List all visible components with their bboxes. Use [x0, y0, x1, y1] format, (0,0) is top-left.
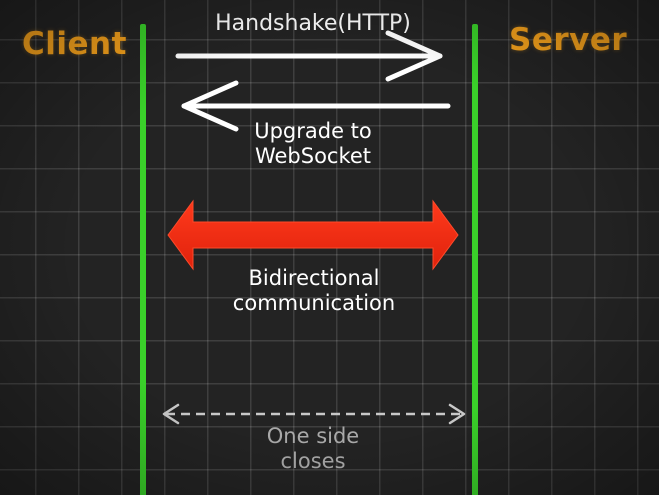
- upgrade-arrow: [181, 80, 451, 132]
- client-label: Client: [22, 26, 127, 62]
- bidirectional-text-line-2: communication: [232, 291, 396, 315]
- close-label: One side closes: [248, 424, 378, 474]
- upgrade-text-line-1: Upgrade to: [254, 119, 372, 143]
- bidirectional-label: Bidirectional communication: [218, 266, 410, 316]
- handshake-text: Handshake(HTTP): [215, 11, 411, 36]
- handshake-arrow: [175, 30, 443, 82]
- bidirectional-text-line-1: Bidirectional: [248, 266, 380, 290]
- handshake-label: Handshake(HTTP): [206, 11, 420, 36]
- upgrade-text-line-2: WebSocket: [254, 144, 372, 168]
- bidirectional-arrow: [167, 199, 459, 271]
- server-label: Server: [509, 22, 628, 58]
- close-dashed-arrow: [162, 403, 466, 425]
- server-lifeline: [472, 24, 478, 495]
- client-lifeline: [140, 24, 146, 495]
- upgrade-label: Upgrade to WebSocket: [232, 119, 394, 169]
- close-text-line-1: One side: [266, 424, 360, 448]
- close-text-line-2: closes: [280, 449, 346, 473]
